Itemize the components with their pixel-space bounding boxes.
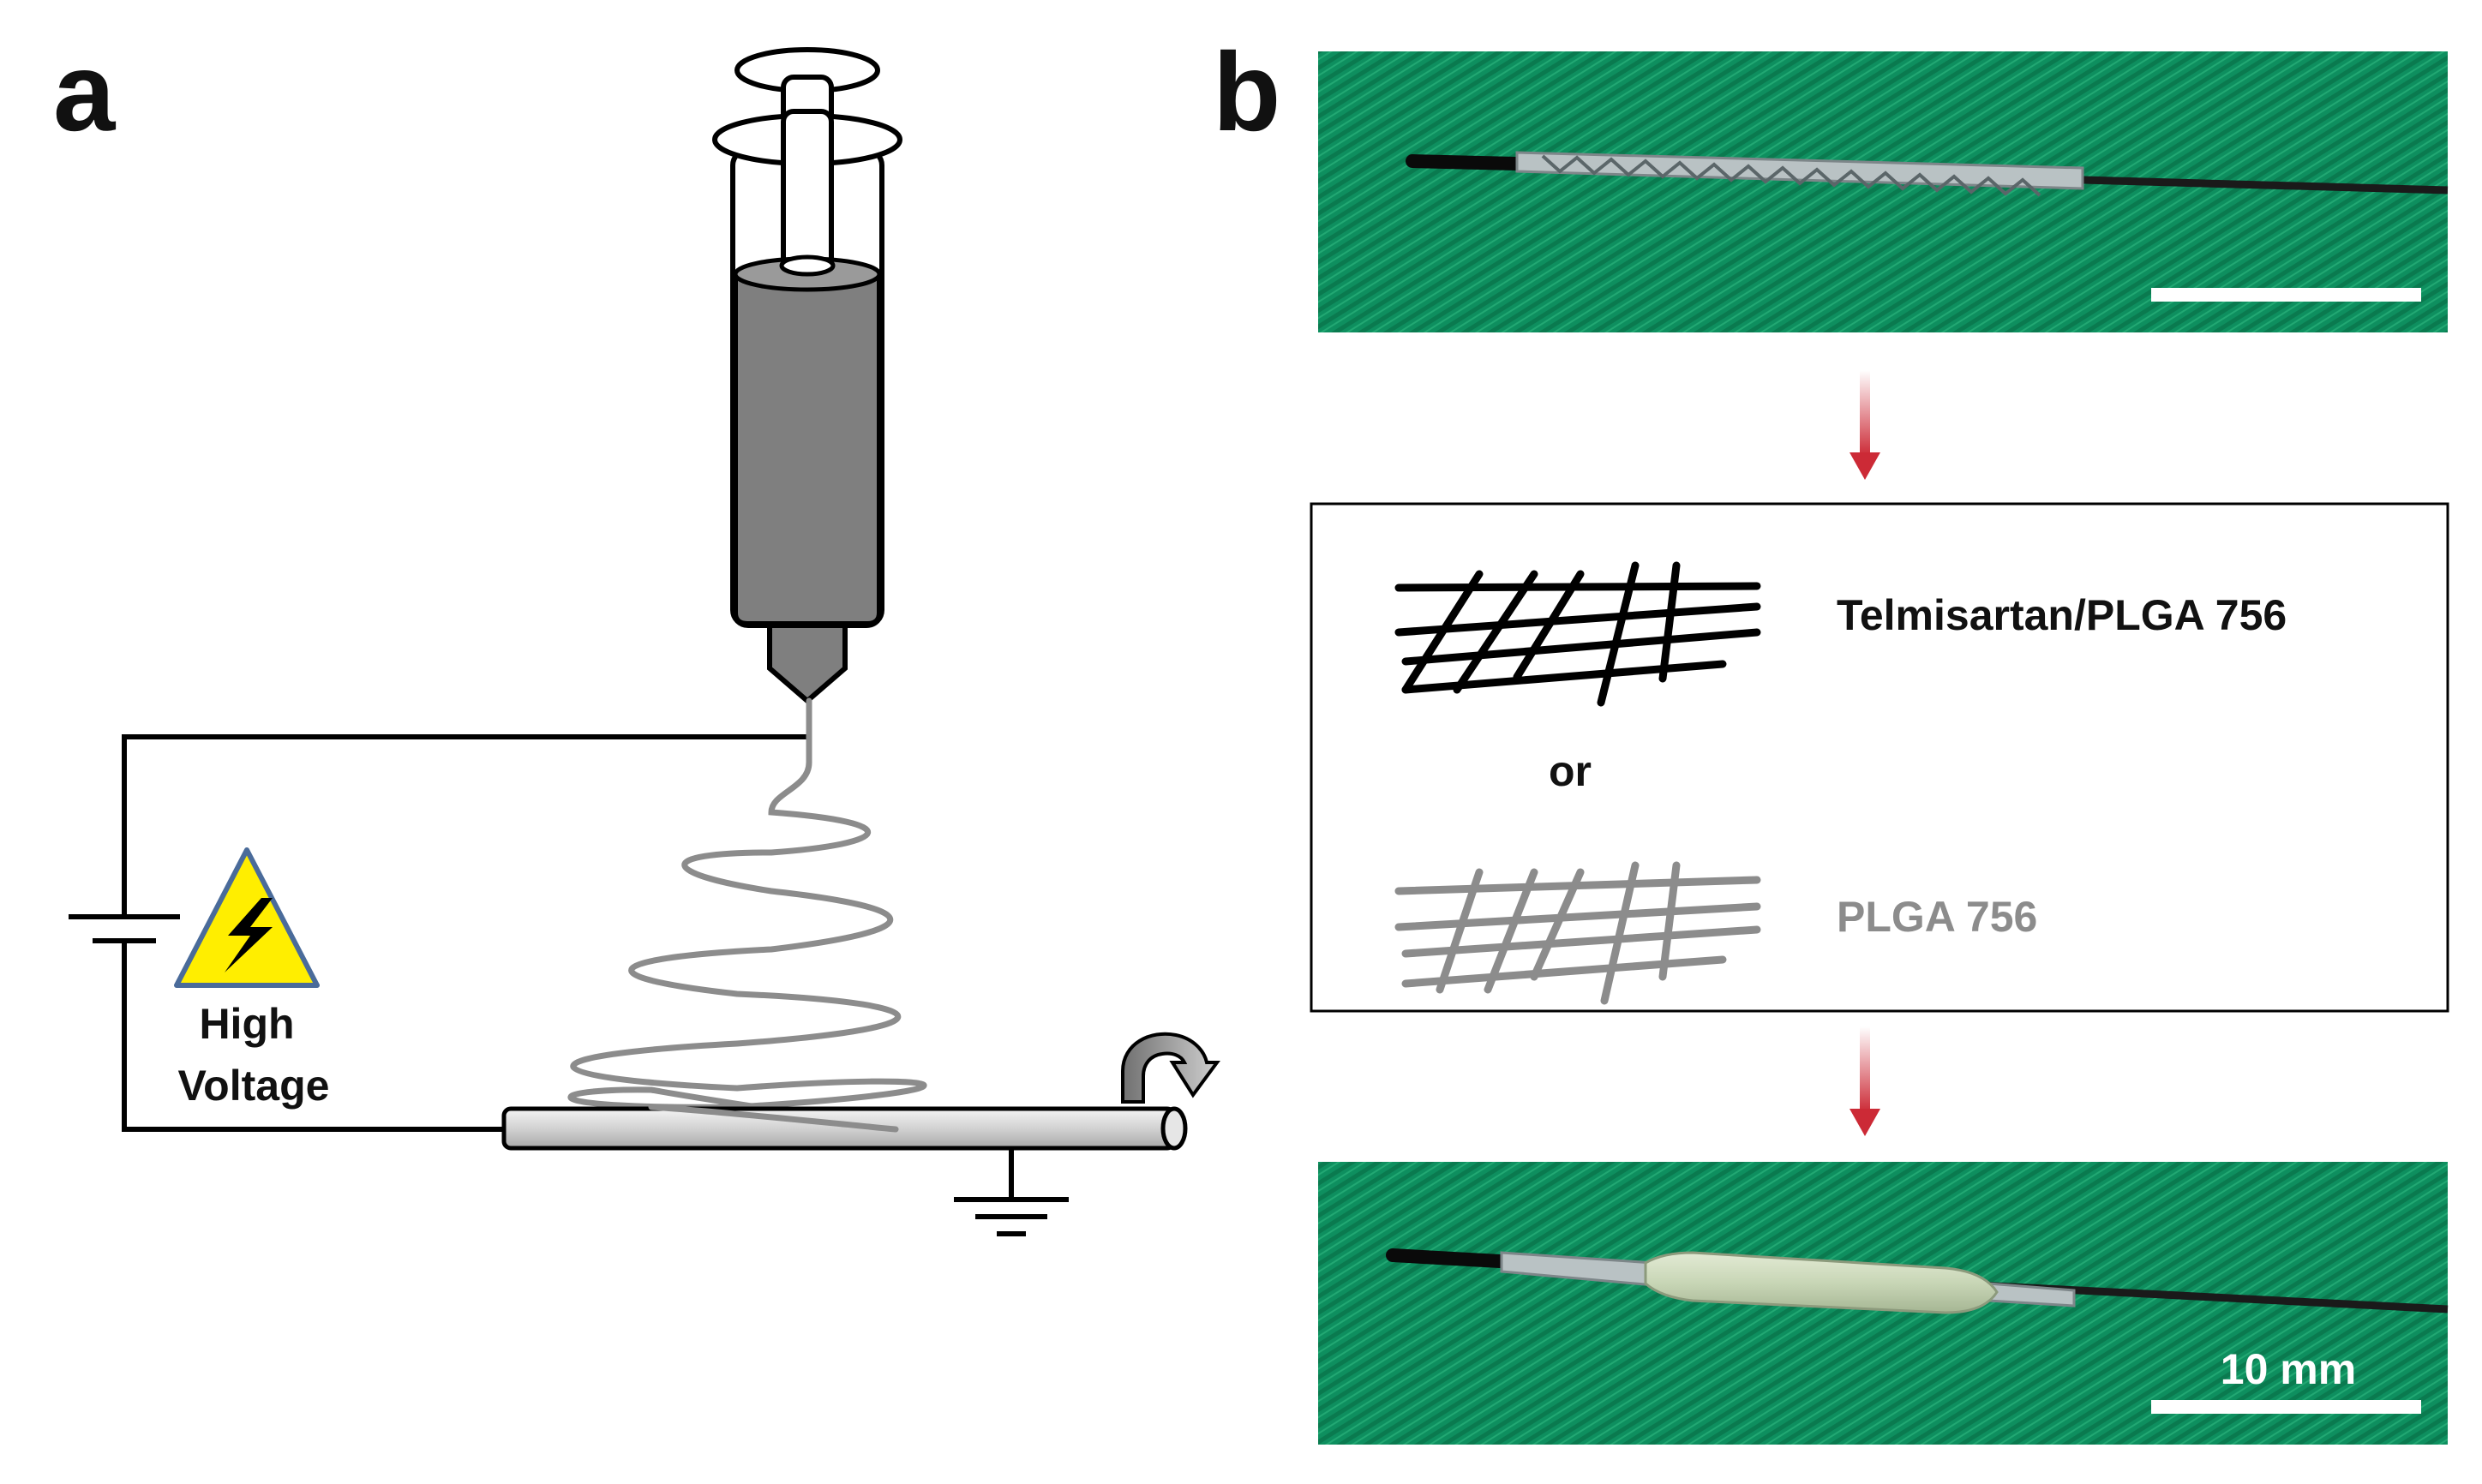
- collector-mandrel: [501, 1104, 1188, 1151]
- material-2-label: PLGA 756: [1837, 893, 2037, 941]
- plga-fiber-mesh-icon: [1394, 861, 1761, 1005]
- photo-stent-before: [1318, 51, 2449, 332]
- syringe: [712, 47, 902, 704]
- high-voltage-warning-icon: [174, 847, 320, 988]
- polymer-jet: [567, 697, 927, 1133]
- hv-label-line1: High: [199, 1000, 294, 1048]
- ground-symbol: [954, 1148, 1069, 1236]
- photo-coated-balloon: 10 mm: [1318, 1162, 2449, 1445]
- syringe-needle: [767, 623, 848, 704]
- coated-balloon: [1644, 1251, 1999, 1314]
- or-label: or: [1549, 747, 1592, 795]
- panel-a-letter: a: [53, 29, 117, 154]
- hv-label-line2: Voltage: [178, 1062, 330, 1110]
- polymer-solution: [733, 272, 882, 626]
- process-arrow-1: [1850, 370, 1880, 480]
- rotation-arrow-icon: [1121, 1032, 1220, 1104]
- scale-bar-bottom: [2151, 1400, 2421, 1414]
- scale-bar-top: [2151, 288, 2421, 302]
- scale-bar-label: 10 mm: [2221, 1345, 2356, 1393]
- telmisartan-fiber-mesh-icon: [1394, 561, 1761, 707]
- process-arrow-2: [1850, 1026, 1880, 1136]
- panel-b-letter: b: [1213, 29, 1280, 154]
- material-1-label: Telmisartan/PLGA 756: [1837, 591, 2287, 639]
